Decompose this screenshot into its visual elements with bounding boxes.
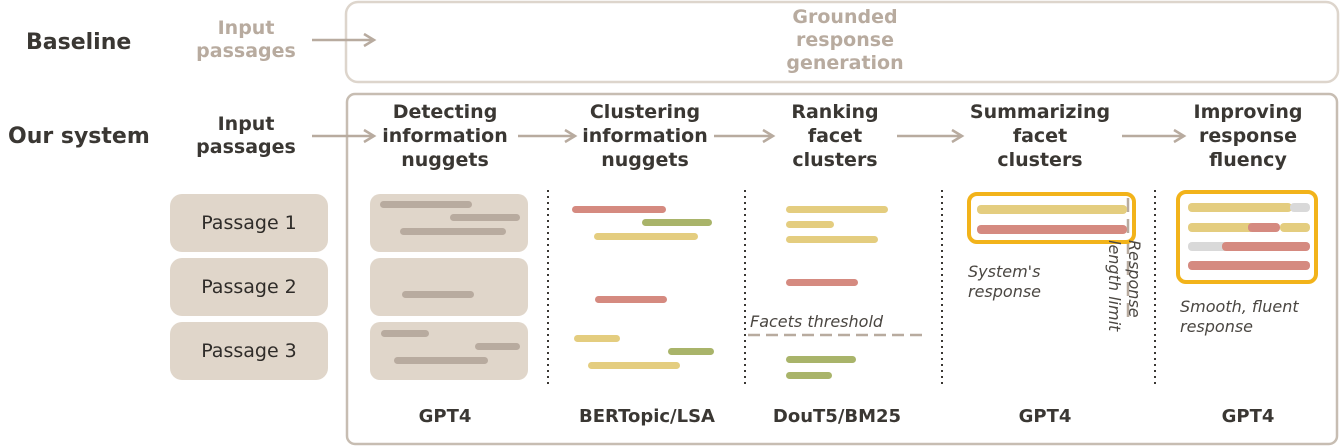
fluent-bar: [1290, 203, 1310, 212]
input-arrow: [312, 128, 377, 144]
fluent-bar: [1188, 242, 1228, 251]
stage-title-detecting: Detecting information nuggets: [382, 101, 508, 171]
smooth-response-label: Smooth, fluent response: [1180, 297, 1299, 336]
cluster-bar: [668, 348, 714, 355]
cluster-bar: [595, 296, 667, 303]
rank-bar: [786, 372, 832, 379]
baseline-box: [344, 0, 1340, 84]
arrow-cluster-to-rank: [714, 128, 776, 144]
fluency-highlight-box: [1176, 190, 1318, 284]
nugget-bar: [402, 291, 474, 298]
arrow-rank-to-summarize: [897, 128, 965, 144]
rank-bar: [786, 356, 856, 363]
passage-2: Passage 2: [170, 258, 328, 316]
facets-threshold-label: Facets threshold: [750, 312, 884, 331]
system-input-label: Input passages: [196, 113, 296, 158]
summary-highlight-box: [967, 192, 1136, 244]
rank-bar: [786, 236, 878, 243]
system-label: Our system: [8, 124, 150, 149]
model-label-ranking: DouT5/BM25: [772, 406, 902, 427]
cluster-bar: [642, 219, 712, 226]
cluster-bar: [588, 362, 680, 369]
cluster-bar: [572, 206, 666, 213]
fluent-bar: [1188, 223, 1254, 232]
summary-bar: [977, 205, 1127, 214]
baseline-arrow: [312, 32, 377, 48]
arrow-summarize-to-improve: [1122, 128, 1187, 144]
fluent-bar: [1222, 242, 1310, 251]
fluent-bar: [1188, 261, 1310, 270]
system-box: [345, 92, 1339, 446]
model-label-summarizing: GPT4: [1018, 406, 1072, 427]
summary-bar: [977, 225, 1127, 234]
model-label-detecting: GPT4: [418, 406, 472, 427]
cluster-bar: [574, 335, 620, 342]
rank-bar: [786, 279, 858, 286]
fluent-bar: [1188, 203, 1292, 212]
nugget-bar: [380, 201, 472, 208]
nugget-bar: [400, 228, 506, 235]
nugget-bar: [475, 343, 520, 350]
model-label-clustering: BERTopic/LSA: [579, 406, 715, 427]
nugget-bar: [381, 330, 429, 337]
fluent-bar: [1248, 223, 1280, 232]
rank-bar: [786, 221, 834, 228]
fluent-bar: [1280, 223, 1310, 232]
arrow-detect-to-cluster: [518, 128, 578, 144]
detect-panel-2: [370, 258, 528, 316]
nugget-bar: [394, 357, 488, 364]
model-label-improving: GPT4: [1221, 406, 1275, 427]
rank-bar: [786, 206, 888, 213]
systems-response-label: System's response: [968, 262, 1042, 301]
passage-1: Passage 1: [170, 194, 328, 252]
cluster-bar: [594, 233, 698, 240]
stage-title-improving: Improving response fluency: [1193, 101, 1303, 171]
baseline-label: Baseline: [26, 30, 132, 55]
baseline-input-label: Input passages: [196, 17, 296, 62]
baseline-box-text: Grounded response generation: [786, 6, 904, 74]
nugget-bar: [450, 214, 520, 221]
length-limit-label: Response length limit: [1105, 240, 1144, 332]
stage-title-summarizing: Summarizing facet clusters: [969, 101, 1111, 171]
stage-title-ranking: Ranking facet clusters: [791, 101, 879, 171]
passage-3: Passage 3: [170, 322, 328, 380]
stage-title-clustering: Clustering information nuggets: [582, 101, 708, 171]
